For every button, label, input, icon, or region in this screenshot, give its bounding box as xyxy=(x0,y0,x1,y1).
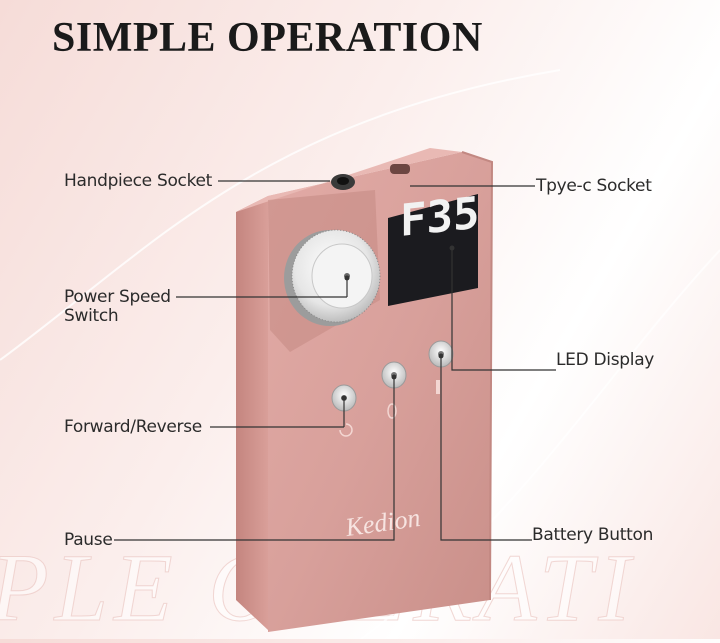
label-led-display: LED Display xyxy=(556,350,655,370)
label-forward-reverse: Forward/Reverse xyxy=(64,417,202,437)
label-power-speed-switch: Switch xyxy=(64,306,119,326)
callout-dots xyxy=(341,245,455,401)
label-typec-socket: Tpye-c Socket xyxy=(536,176,652,196)
background-curve xyxy=(0,69,561,361)
typec-socket-port xyxy=(390,164,410,174)
label-battery-button: Battery Button xyxy=(532,525,654,545)
display-digits: F35 xyxy=(400,188,479,247)
label-power-speed: Power Speed xyxy=(64,287,171,307)
handpiece-socket-port xyxy=(331,174,355,190)
label-pause: Pause xyxy=(64,530,113,550)
callout-lines xyxy=(114,180,556,541)
label-handpiece-socket: Handpiece Socket xyxy=(64,171,213,191)
page-title: SIMPLE OPERATION xyxy=(52,15,483,61)
led-display-screen: F35 xyxy=(388,188,479,306)
